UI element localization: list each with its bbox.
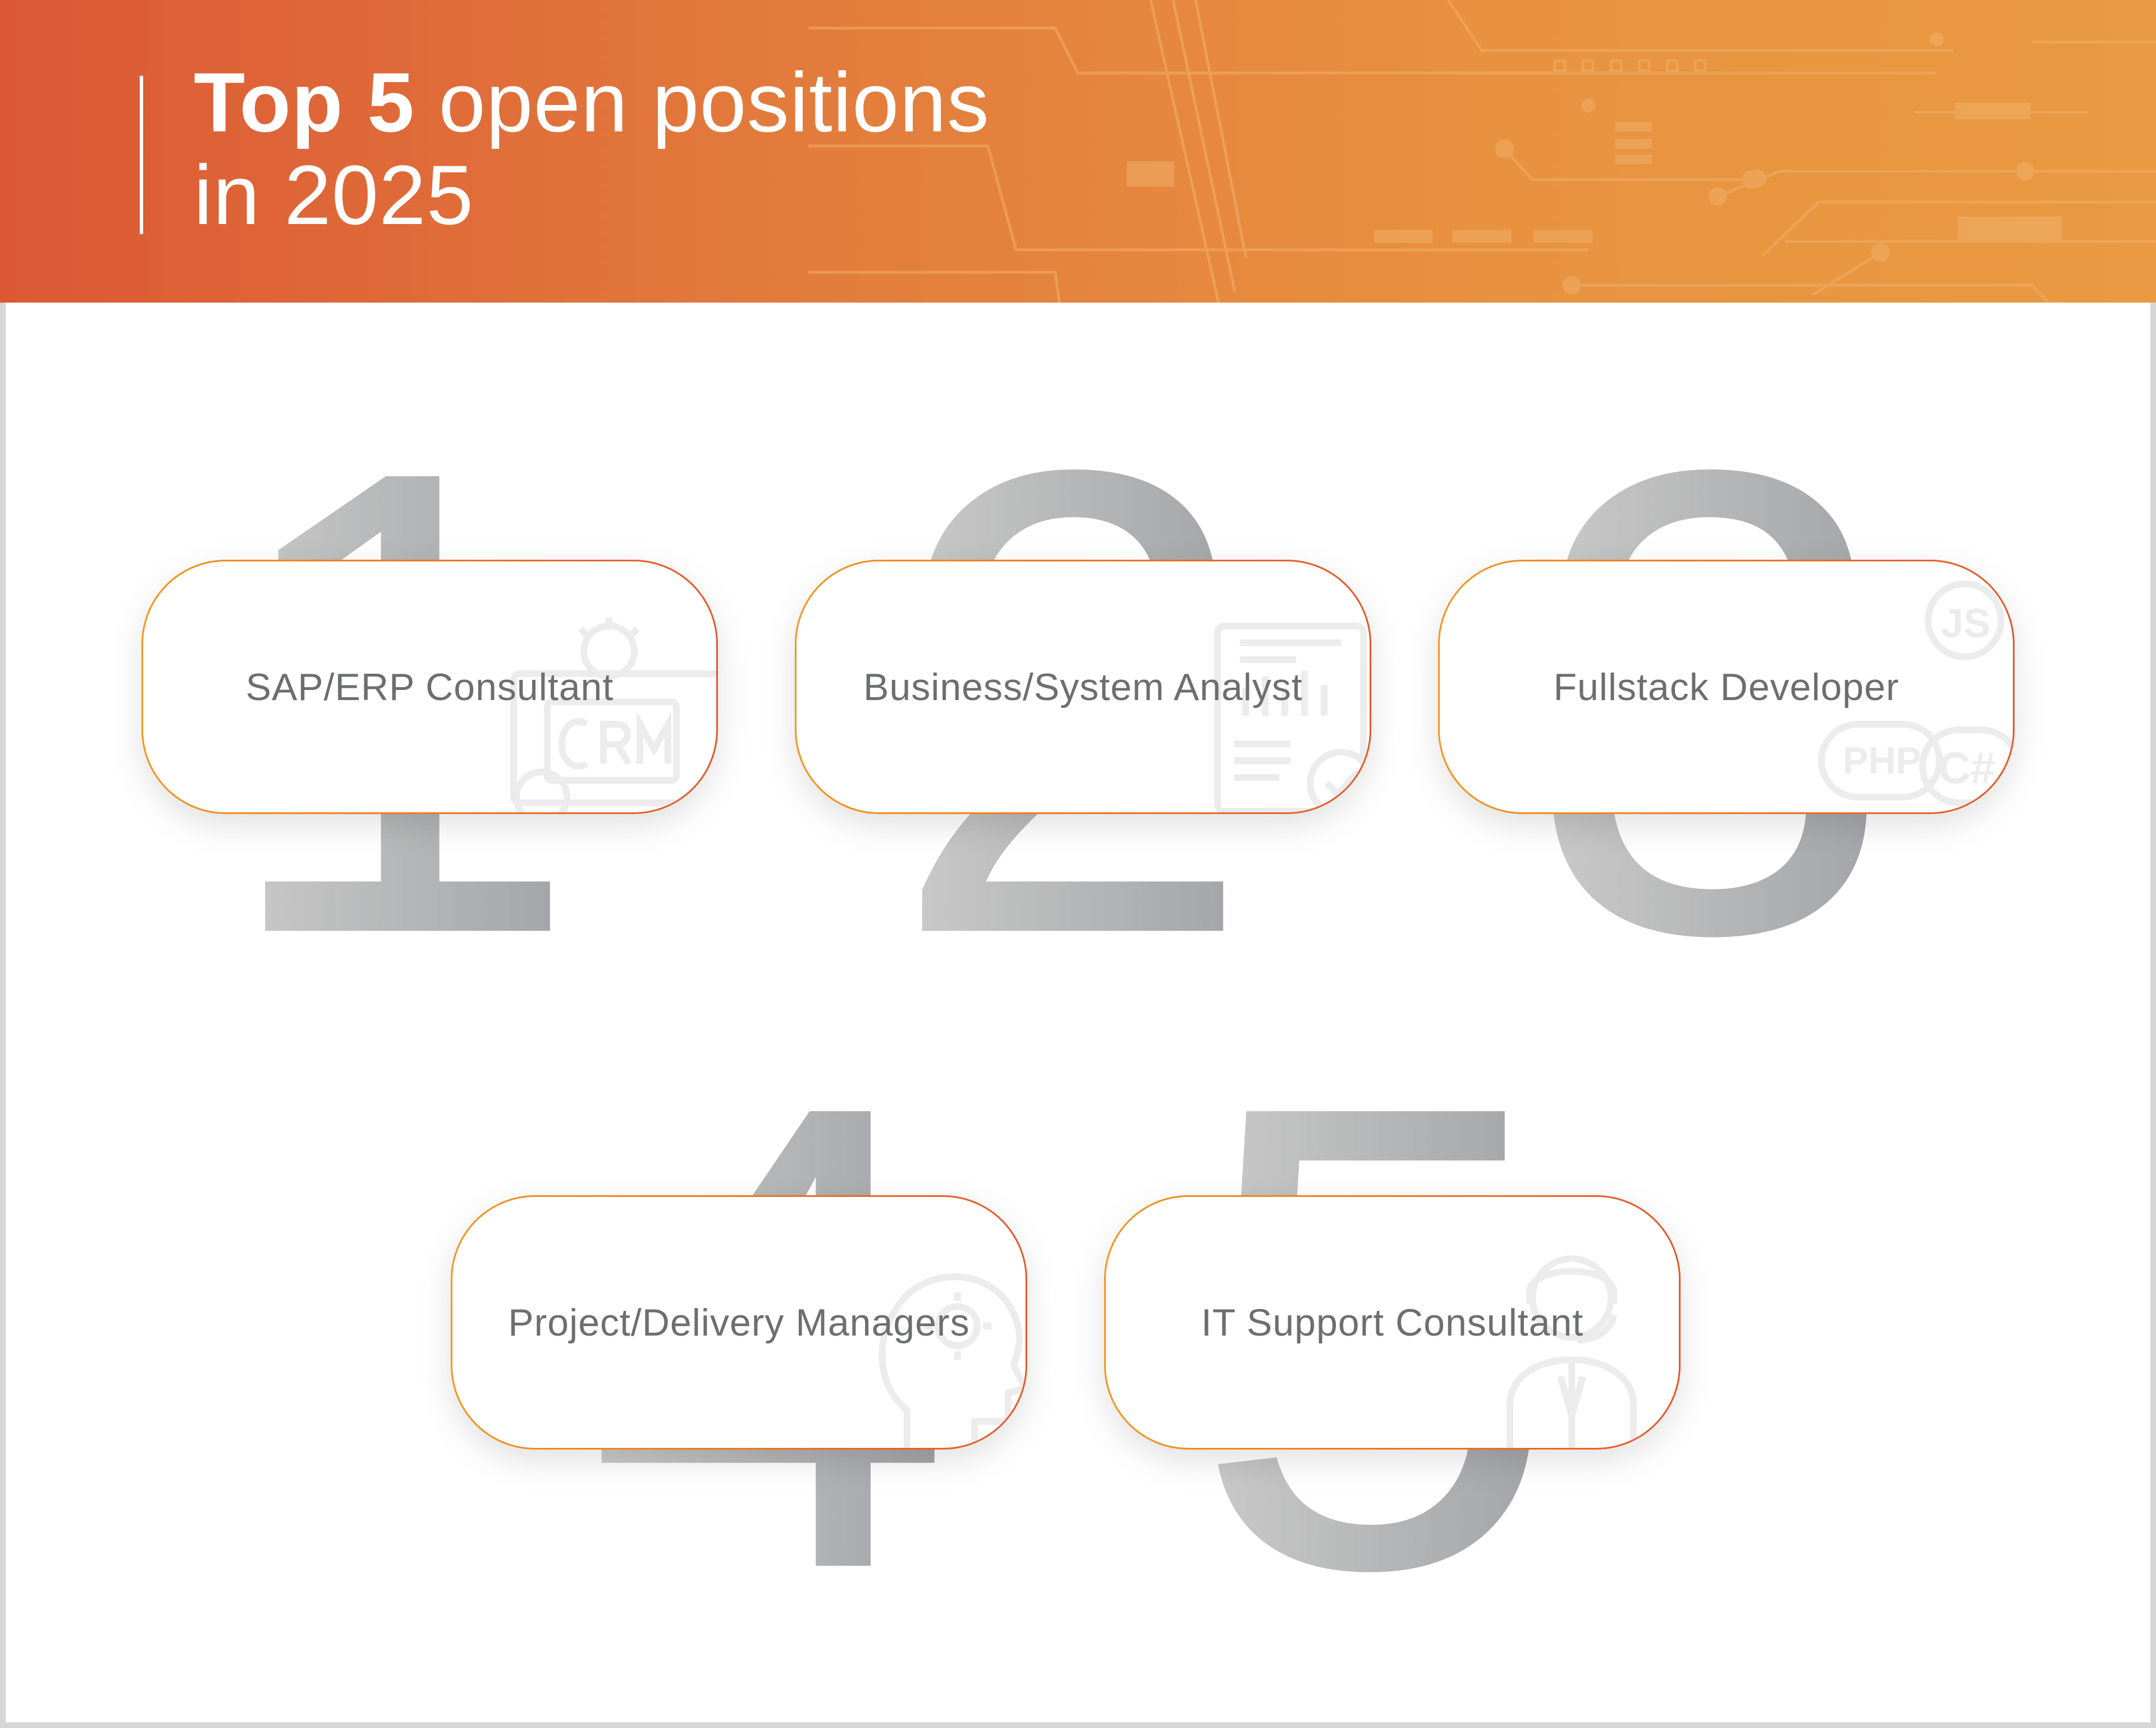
csharp-icon-text: C#	[1938, 743, 1995, 793]
position-card-1: SAP/ERP Consultant	[141, 560, 718, 814]
title-divider	[140, 76, 143, 234]
rank-digit-2: 2	[820, 372, 1325, 560]
rank-digit-4-bottom: 4	[518, 1448, 1023, 1667]
rank-digit-2-bottom: 2	[820, 814, 1325, 1032]
page-title: Top 5 open positions in 2025	[194, 56, 990, 241]
position-card-4: Project/Delivery Managers	[451, 1195, 1027, 1450]
rank-digit-1-top: 1	[146, 372, 651, 560]
position-label: IT Support Consultant	[1201, 1301, 1584, 1344]
title-line2: in 2025	[194, 148, 474, 242]
position-label: SAP/ERP Consultant	[245, 665, 614, 708]
rank-digit-4: 4	[518, 1007, 1023, 1195]
crm-gear-icon	[510, 618, 716, 812]
rank-digit-4-top: 4	[518, 1007, 1023, 1195]
position-card-2: Business/System Analyst	[795, 560, 1371, 814]
head-gear-icon	[878, 1273, 1026, 1448]
rank-digit-2-lower: 2	[820, 814, 1325, 1032]
code-languages-icon: JS PHP C#	[1818, 580, 2013, 806]
rank-digit-1-lower: 1	[146, 814, 651, 1032]
js-icon-text: JS	[1941, 601, 1990, 646]
position-label: Business/System Analyst	[863, 665, 1303, 708]
rank-digit-2-top: 2	[820, 372, 1325, 560]
rank-digit-5: 5	[1123, 1007, 1628, 1195]
circuit-pattern-decoration	[808, 0, 2156, 303]
rank-digit-5-lower: 5	[1123, 1448, 1628, 1667]
rank-digit-3-bottom: 3	[1459, 814, 1965, 1032]
rank-digit-5-bottom: 5	[1123, 1448, 1628, 1667]
rank-digit-5-top: 5	[1123, 1007, 1628, 1195]
rank-digit-3: 3	[1459, 372, 1965, 560]
rank-digit-4-lower: 4	[518, 1448, 1023, 1667]
position-card-5: IT Support Consultant	[1104, 1195, 1681, 1450]
rank-digit-1-bottom: 1	[146, 814, 651, 1032]
header-banner: Top 5 open positions in 2025	[0, 0, 2156, 303]
position-card-3: JS PHP C# Fullstack Developer	[1438, 560, 2015, 814]
php-icon-text: PHP	[1843, 739, 1921, 782]
rank-digit-3-top: 3	[1459, 372, 1965, 560]
rank-digit-3-lower: 3	[1459, 814, 1965, 1032]
support-agent-icon	[1507, 1255, 1637, 1448]
title-bold: Top 5	[194, 55, 415, 149]
report-chart-icon	[1214, 623, 1370, 812]
title-rest: open positions	[414, 55, 990, 149]
position-label: Fullstack Developer	[1553, 665, 1899, 708]
position-label: Project/Delivery Managers	[508, 1301, 970, 1344]
rank-digit-1: 1	[146, 372, 651, 560]
